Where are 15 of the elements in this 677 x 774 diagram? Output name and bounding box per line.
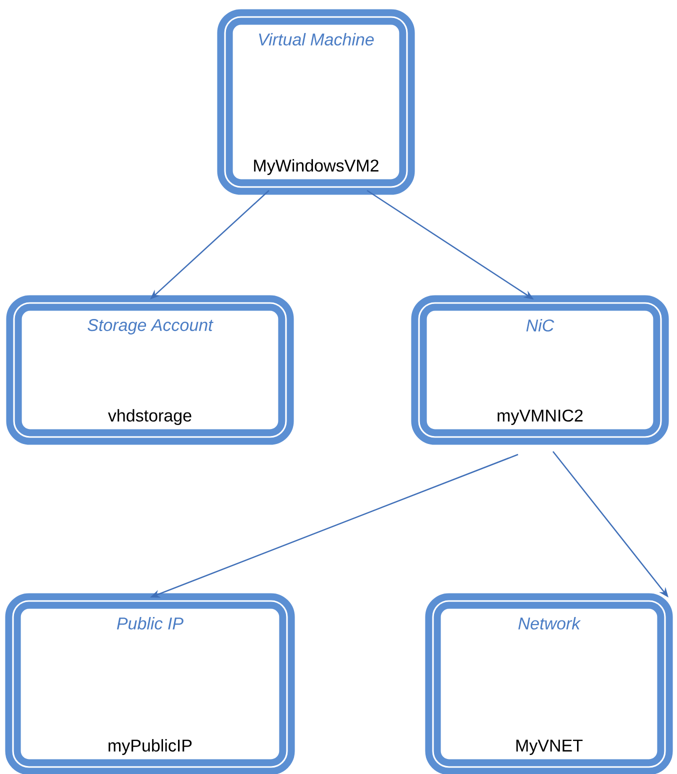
box-name: vhdstorage (108, 409, 192, 425)
rounded-box (425, 593, 673, 774)
rounded-box (5, 593, 295, 774)
box-name: myVMNIC2 (498, 410, 583, 425)
box-title: Public IP (116, 617, 184, 630)
box-name: MyVNET (516, 740, 583, 755)
box-name: MyWindowsVM2 (254, 159, 378, 175)
box-title: Virtual Machine (259, 33, 374, 46)
box-title: NiC (526, 319, 554, 332)
box-name: myPublicIP (108, 739, 192, 755)
box-title: Network (518, 617, 581, 630)
box-title: Storage Account (88, 319, 214, 334)
rounded-box (217, 9, 415, 195)
rounded-box (411, 295, 669, 445)
rounded-box (6, 295, 294, 445)
